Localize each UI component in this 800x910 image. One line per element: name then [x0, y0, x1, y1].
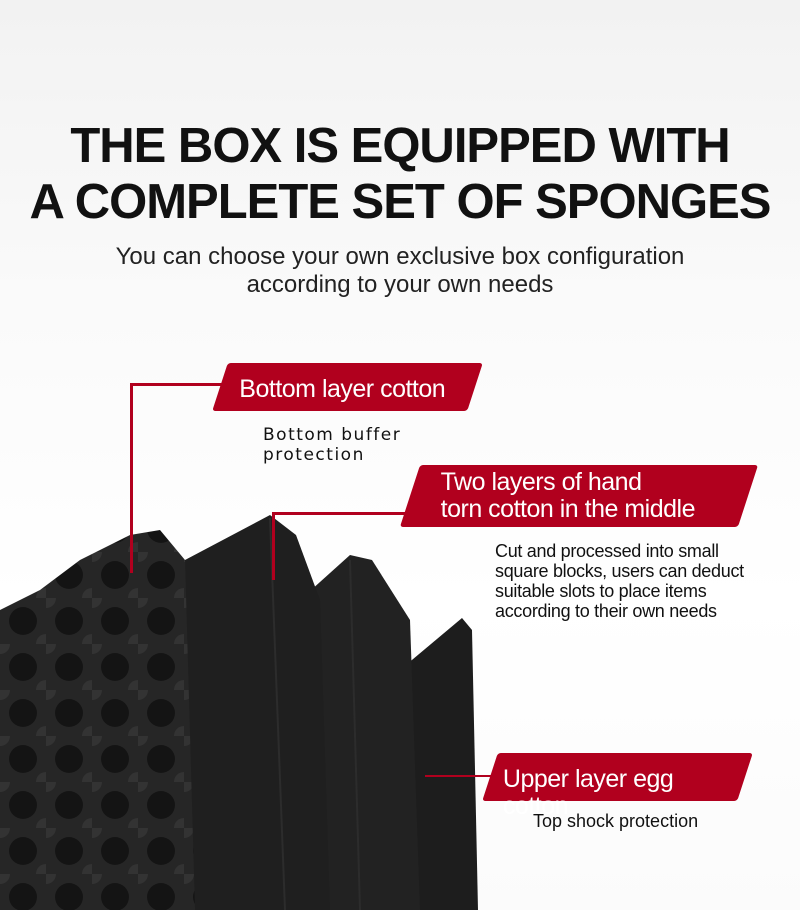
foam-layer-egg	[0, 530, 195, 910]
subtitle: You can choose your own exclusive box co…	[115, 243, 685, 298]
page-title: THE BOX IS EQUIPPED WITH A COMPLETE SET …	[29, 119, 772, 229]
foam-layer-4	[400, 618, 478, 910]
callout-description: Cut and processed into small square bloc…	[495, 541, 744, 621]
foam-layer-2	[185, 515, 330, 910]
leader-line	[130, 383, 222, 386]
leader-line	[272, 512, 275, 580]
callout-description: Top shock protection	[533, 811, 699, 831]
callout-tag-bottom-layer: Bottom layer cotton	[212, 363, 483, 411]
foam-layer-3	[300, 555, 420, 910]
leader-line	[130, 383, 133, 573]
callout-tag-upper-layer: Upper layer egg cotton	[482, 753, 753, 820]
callout-tag-middle-layers: Two layers of hand torn cotton in the mi…	[399, 465, 759, 527]
leader-line	[425, 775, 495, 777]
callout-description: Bottom buffer protection	[263, 425, 402, 465]
leader-line	[272, 512, 412, 515]
